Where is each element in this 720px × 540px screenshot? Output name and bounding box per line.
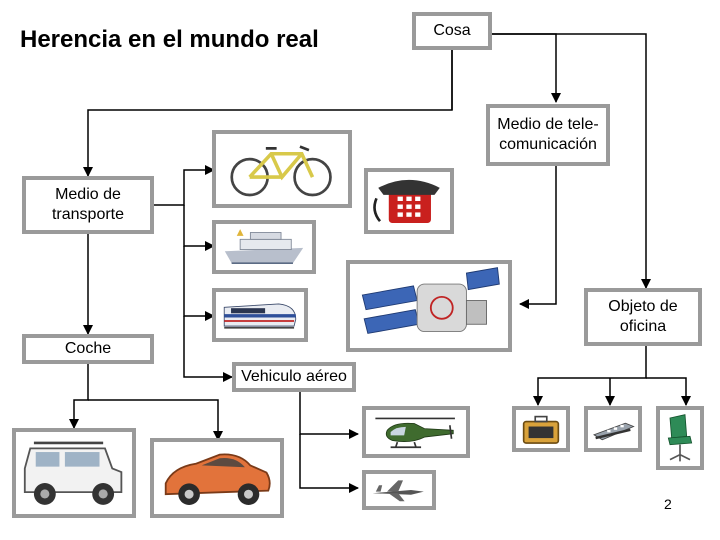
helicopter-icon [362, 406, 470, 458]
node-telecom: Medio de tele- comunicación [486, 104, 610, 166]
page-number: 2 [664, 496, 672, 512]
node-coche: Coche [22, 334, 154, 364]
telephone-icon [364, 168, 454, 234]
edge-transporte-bus [152, 165, 215, 206]
edge-telecom-satellite [519, 164, 557, 309]
stapler-icon [584, 406, 642, 452]
jeep-icon [12, 428, 136, 518]
edge-cosa-telecom-branch [492, 33, 561, 103]
satellite-icon [346, 260, 512, 352]
node-aereo: Vehiculo aéreo [232, 362, 356, 392]
edge-transporte-aereo [183, 316, 233, 382]
jet-icon [362, 470, 436, 510]
edge-oficina-chair [646, 377, 691, 406]
edge-coche-cars [69, 364, 89, 429]
node-transporte: Medio de transporte [22, 176, 154, 234]
node-oficina: Objeto de oficina [584, 288, 702, 346]
bicycle-icon [212, 130, 352, 208]
sports-car-icon [150, 438, 284, 518]
edge-transporte-ship [183, 205, 215, 251]
edge-transporte-train [183, 246, 215, 321]
node-cosa: Cosa [412, 12, 492, 50]
page-title: Herencia en el mundo real [20, 26, 319, 53]
train-icon [212, 288, 308, 342]
edge-aereo-heli [299, 392, 359, 439]
briefcase-icon [512, 406, 570, 452]
edge-oficina-office [533, 346, 647, 406]
ship-icon [212, 220, 316, 274]
edge-cosa-oficina [492, 33, 651, 289]
edge-coche-car2 [88, 399, 223, 441]
office-chair-icon [656, 406, 704, 470]
edge-aereo-jet [299, 434, 359, 493]
